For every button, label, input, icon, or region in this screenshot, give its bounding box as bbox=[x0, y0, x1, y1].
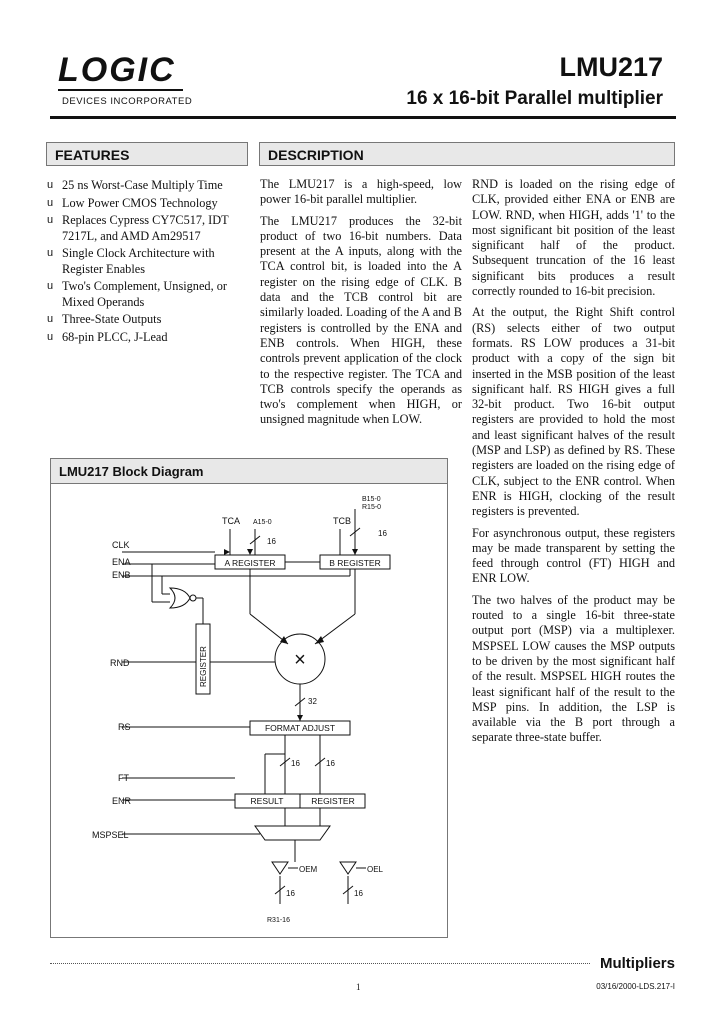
footer-category: Multipliers bbox=[599, 955, 675, 972]
bullet-icon: u bbox=[47, 280, 54, 292]
bullet-icon: u bbox=[47, 313, 54, 325]
rs-label: RS bbox=[118, 722, 131, 732]
b-bus-label: B15-0 bbox=[362, 496, 381, 503]
a-register-label: A REGISTER bbox=[224, 558, 275, 568]
rnd-label: RND bbox=[110, 658, 130, 668]
msp-out-label: R31-16 bbox=[267, 917, 290, 924]
mspsel-label: MSPSEL bbox=[92, 830, 129, 840]
rnd-register-box bbox=[195, 623, 211, 695]
a-bus-label: A15-0 bbox=[253, 519, 272, 526]
clk-label: CLK bbox=[112, 540, 130, 550]
footer-rule bbox=[50, 963, 590, 965]
result-label: RESULT bbox=[251, 796, 284, 806]
header-rule bbox=[50, 116, 676, 119]
lsp-width-label: 16 bbox=[326, 759, 335, 768]
page-number: 1 bbox=[356, 982, 361, 992]
register-label: REGISTER bbox=[311, 796, 354, 806]
paragraph: For asynchronous output, these registers… bbox=[472, 525, 675, 586]
description-heading: DESCRIPTION bbox=[259, 142, 675, 166]
paragraph: The LMU217 is a high-speed, low power 16… bbox=[260, 177, 462, 207]
b-register-label: B REGISTER bbox=[329, 558, 380, 568]
paragraph: The two halves of the product may be rou… bbox=[472, 592, 675, 745]
features-heading: FEATURES bbox=[46, 142, 248, 166]
product-width-label: 32 bbox=[308, 697, 317, 706]
enb-label: ENB bbox=[112, 570, 131, 580]
logo: LOGIC bbox=[58, 51, 176, 89]
a-width-label: 16 bbox=[267, 537, 276, 546]
page-subtitle: 16 x 16-bit Parallel multiplier bbox=[406, 88, 663, 109]
oel-buffer bbox=[339, 861, 357, 875]
bullet-icon: u bbox=[47, 247, 54, 259]
bullet-icon: u bbox=[47, 330, 54, 343]
paragraph: The LMU217 produces the 32-bit product o… bbox=[260, 213, 462, 427]
format-adjust-label: FORMAT ADJUST bbox=[265, 723, 335, 733]
rnd-register-label: REGISTER bbox=[199, 646, 208, 687]
block-diagram-title: LMU217 Block Diagram bbox=[50, 458, 448, 484]
msp-out-width-label: 16 bbox=[286, 889, 295, 898]
block-diagram: TCA A15-0 TCB B15-0 R15-0 16 16 CLK ENA … bbox=[92, 496, 391, 924]
bullet-icon: u bbox=[47, 196, 54, 209]
logo-underline bbox=[58, 89, 183, 91]
bullet-icon: u bbox=[47, 179, 54, 191]
oem-label: OEM bbox=[299, 865, 318, 874]
enr-label: ENR bbox=[112, 796, 132, 806]
paragraph: At the output, the Right Shift control (… bbox=[472, 305, 675, 519]
description-column-2: RND is loaded on the rising edge of CLK,… bbox=[472, 177, 675, 752]
oem-buffer bbox=[271, 861, 289, 875]
description-column-1: The LMU217 is a high-speed, low power 16… bbox=[260, 177, 462, 434]
multiplexer-shape bbox=[254, 825, 331, 841]
logo-subtitle: DEVICES INCORPORATED bbox=[62, 96, 193, 107]
register-box bbox=[299, 793, 366, 809]
ft-label: FT bbox=[118, 773, 129, 783]
bullet-icon: u bbox=[47, 214, 54, 226]
b-width-label: 16 bbox=[378, 529, 387, 538]
lsp-out-width-label: 16 bbox=[354, 889, 363, 898]
ena-label: ENA bbox=[112, 557, 131, 567]
multiply-icon: × bbox=[294, 649, 306, 671]
document-code: 03/16/2000-LDS.217-I bbox=[596, 982, 675, 991]
paragraph: RND is loaded on the rising edge of CLK,… bbox=[472, 177, 675, 299]
oel-label: OEL bbox=[367, 865, 384, 874]
tcb-label: TCB bbox=[333, 516, 351, 526]
msp-width-label: 16 bbox=[291, 759, 300, 768]
r-bus-label: R15-0 bbox=[362, 504, 381, 511]
tca-label: TCA bbox=[222, 516, 240, 526]
part-number: LMU217 bbox=[559, 52, 663, 82]
